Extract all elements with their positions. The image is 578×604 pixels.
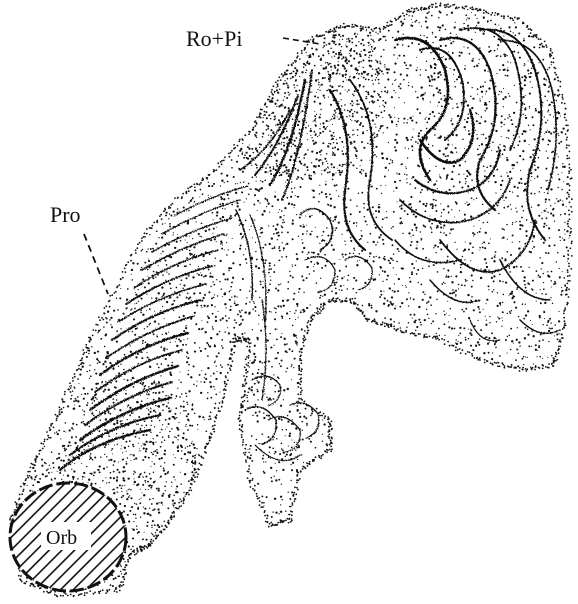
ro-pi-label: Ro+Pi — [186, 26, 242, 51]
ro-pi-leader — [283, 38, 320, 44]
pro-leader — [84, 234, 108, 294]
orb-label: Orb — [46, 527, 77, 549]
pro-label: Pro — [50, 202, 81, 227]
